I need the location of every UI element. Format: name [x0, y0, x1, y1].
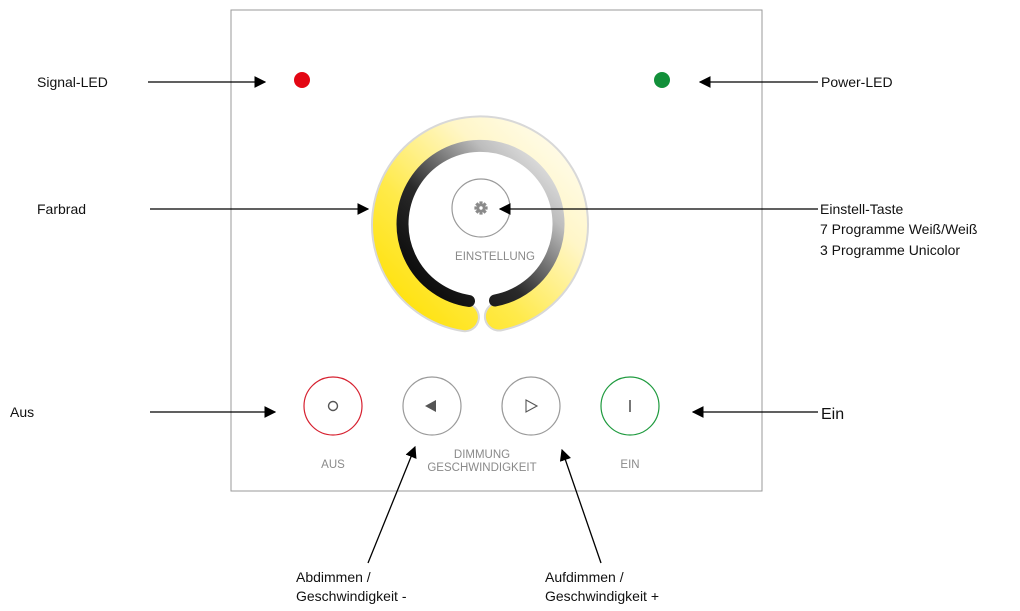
dim-up-button[interactable] [501, 376, 561, 436]
geschwindigkeit-label: GESCHWINDIGKEIT [427, 462, 536, 474]
settings-button[interactable] [451, 178, 511, 238]
dimmung-label: DIMMUNG [454, 449, 510, 461]
on-button[interactable] [600, 376, 660, 436]
triangle-right-outline-icon [525, 399, 539, 413]
gear-icon [474, 201, 488, 215]
ein-panel-label: EIN [620, 459, 639, 471]
power-led [654, 72, 670, 88]
arrow-abdimmen [367, 445, 417, 564]
arrow-aufdimmen [559, 448, 602, 564]
ein-label: Ein [821, 406, 844, 423]
programme-weiss-label: 7 Programme Weiß/Weiß [820, 221, 977, 237]
programme-unicolor-label: 3 Programme Unicolor [820, 242, 960, 258]
color-wheel-inner [396, 139, 565, 307]
aufdimmen-label-line2: Geschwindigkeit + [545, 588, 659, 604]
aufdimmen-label-line1: Aufdimmen / [545, 569, 624, 585]
aus-panel-label: AUS [321, 459, 345, 471]
circle-icon [327, 400, 339, 412]
dim-down-button[interactable] [402, 376, 462, 436]
triangle-left-filled-icon [425, 400, 436, 412]
abdimmen-label-line1: Abdimmen / [296, 569, 371, 585]
color-wheel-warm-cold [373, 117, 587, 331]
signal-led [294, 72, 310, 88]
einstellung-label: EINSTELLUNG [455, 251, 535, 263]
aus-label: Aus [10, 404, 34, 420]
abdimmen-label-line2: Geschwindigkeit - [296, 588, 407, 604]
power-led-label: Power-LED [821, 74, 893, 90]
einstell-taste-label: Einstell-Taste [820, 201, 903, 217]
off-button[interactable] [303, 376, 363, 436]
signal-led-label: Signal-LED [37, 74, 108, 90]
farbrad-label: Farbrad [37, 201, 86, 217]
color-wheel[interactable] [371, 115, 589, 333]
